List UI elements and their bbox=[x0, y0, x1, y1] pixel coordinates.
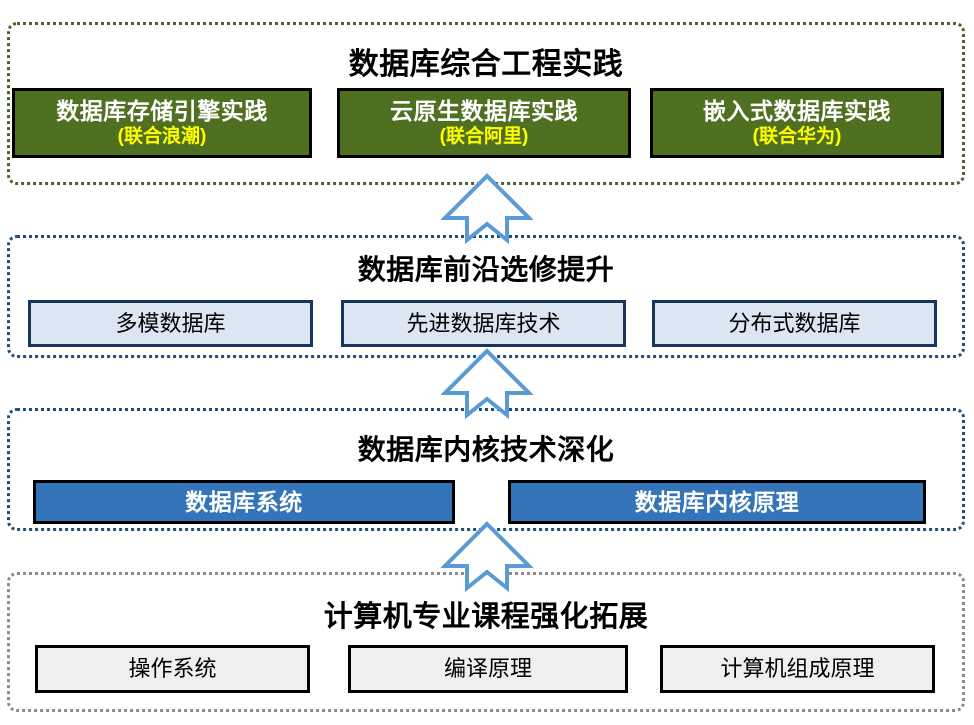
course-box-title: 云原生数据库实践 bbox=[390, 97, 578, 124]
course-box-embedded-practice[interactable]: 嵌入式数据库实践 (联合华为) bbox=[650, 88, 944, 158]
course-box-title: 嵌入式数据库实践 bbox=[703, 97, 891, 124]
course-box-computer-organization[interactable]: 计算机组成原理 bbox=[660, 645, 935, 693]
course-box-title: 操作系统 bbox=[128, 656, 217, 682]
course-box-database-system[interactable]: 数据库系统 bbox=[33, 480, 455, 524]
section-title-practice: 数据库综合工程实践 bbox=[348, 48, 624, 81]
section-title-elective: 数据库前沿选修提升 bbox=[357, 254, 615, 285]
course-box-title: 先进数据库技术 bbox=[406, 310, 561, 336]
course-box-compiler-principles[interactable]: 编译原理 bbox=[348, 645, 628, 693]
course-box-title: 数据库内核原理 bbox=[634, 488, 800, 515]
course-box-title: 编译原理 bbox=[443, 656, 532, 682]
course-box-title: 多模数据库 bbox=[115, 310, 226, 336]
section-title-foundation: 计算机专业课程强化拓展 bbox=[323, 601, 649, 633]
course-box-title: 计算机组成原理 bbox=[720, 656, 875, 682]
course-box-db-kernel-principles[interactable]: 数据库内核原理 bbox=[508, 480, 926, 524]
course-box-operating-systems[interactable]: 操作系统 bbox=[35, 645, 310, 693]
course-box-subtitle: (联合华为) bbox=[752, 126, 842, 148]
course-box-subtitle: (联合浪潮) bbox=[117, 126, 207, 148]
course-box-title: 数据库存储引擎实践 bbox=[56, 97, 268, 124]
course-box-multimodel-db[interactable]: 多模数据库 bbox=[28, 300, 313, 347]
course-box-storage-engine-practice[interactable]: 数据库存储引擎实践 (联合浪潮) bbox=[12, 88, 312, 158]
section-title-kernel: 数据库内核技术深化 bbox=[357, 434, 615, 465]
course-box-cloud-native-practice[interactable]: 云原生数据库实践 (联合阿里) bbox=[337, 88, 631, 158]
course-box-distributed-db[interactable]: 分布式数据库 bbox=[652, 300, 937, 347]
course-box-subtitle: (联合阿里) bbox=[439, 126, 529, 148]
course-box-advanced-db-tech[interactable]: 先进数据库技术 bbox=[341, 300, 626, 347]
course-box-title: 分布式数据库 bbox=[728, 310, 861, 336]
course-box-title: 数据库系统 bbox=[185, 488, 303, 515]
